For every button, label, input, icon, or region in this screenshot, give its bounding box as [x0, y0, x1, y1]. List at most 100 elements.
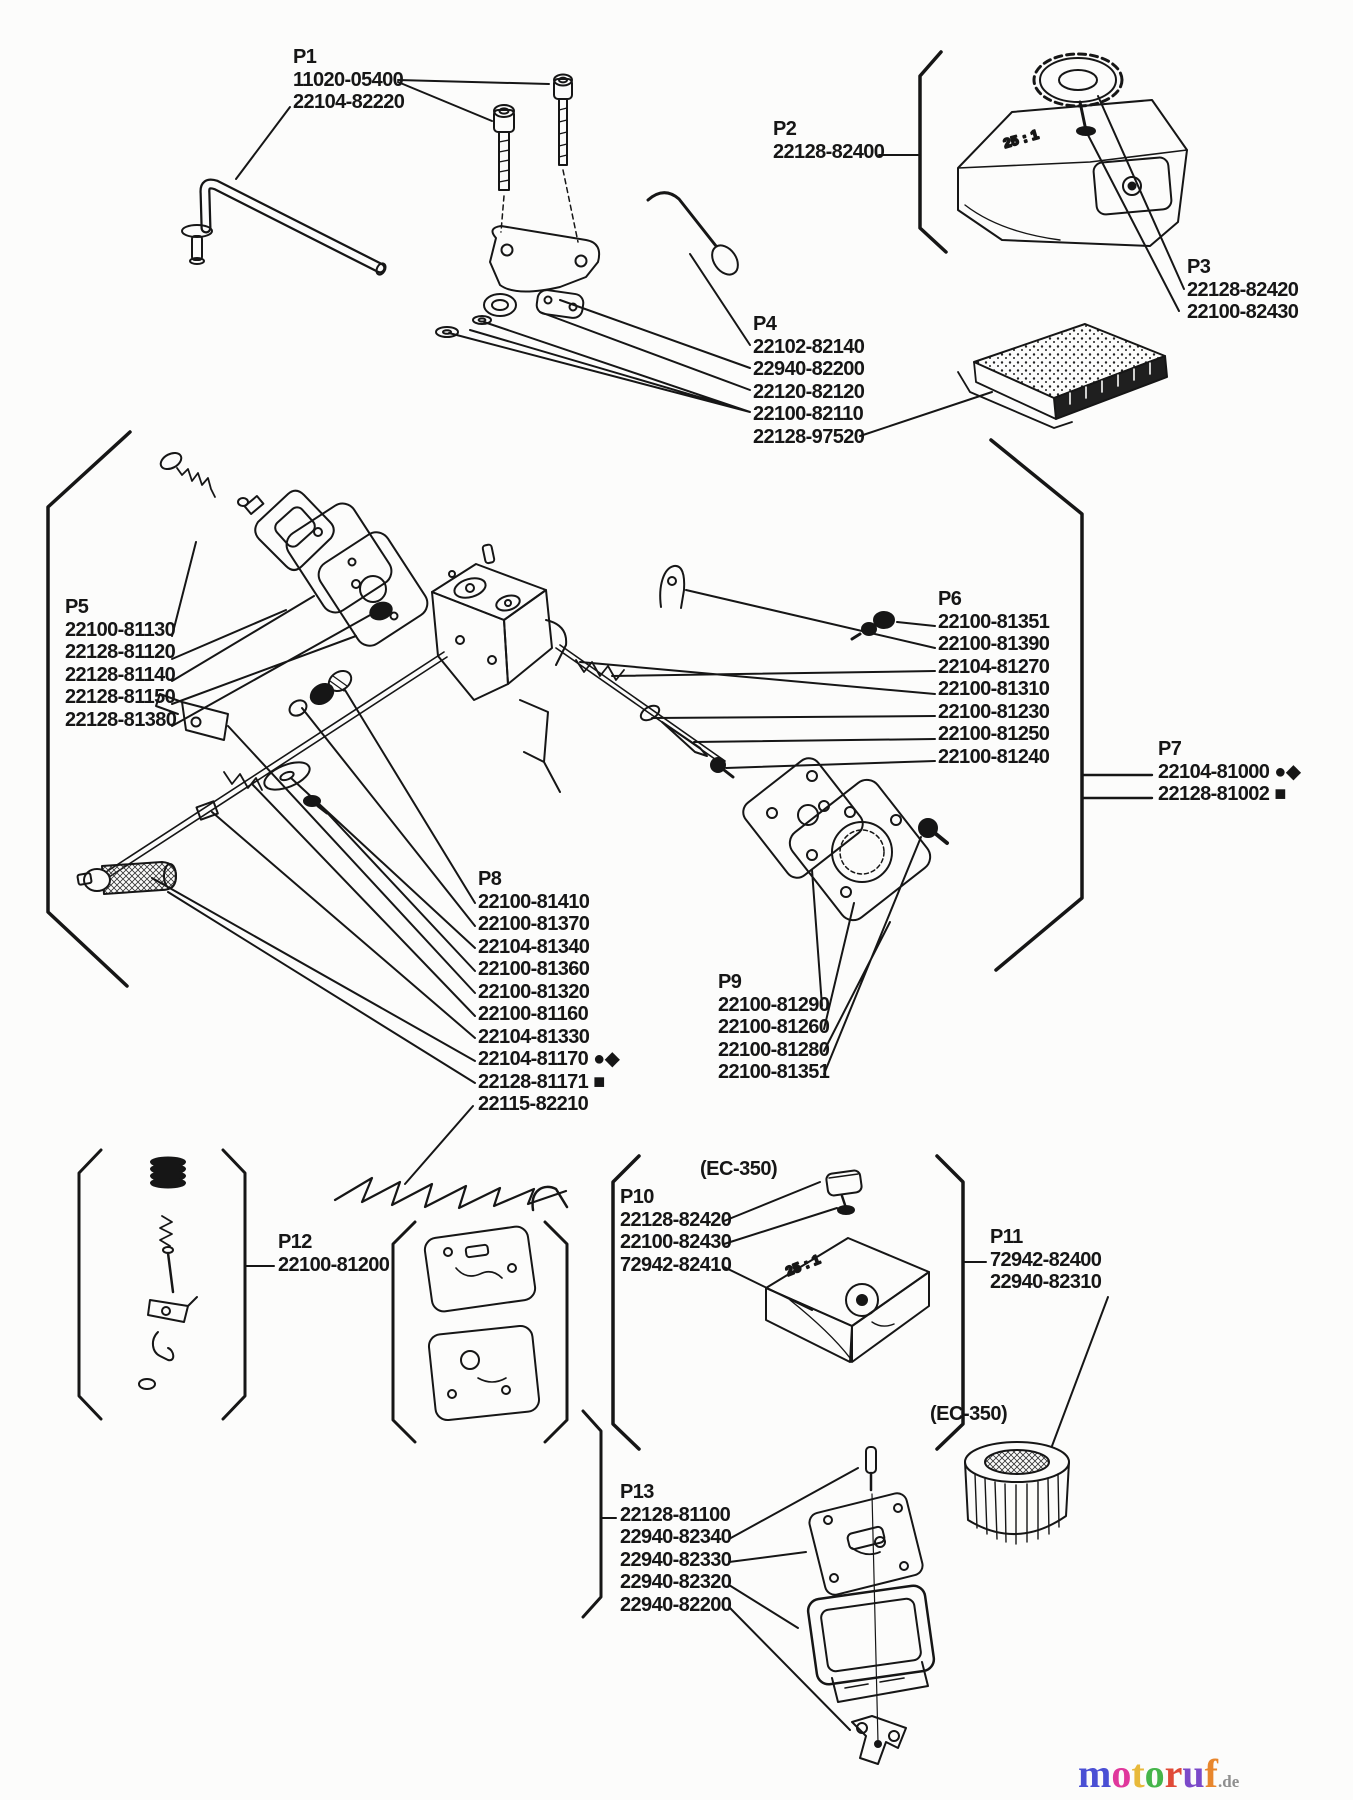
fuel-cap-icon [1032, 52, 1124, 136]
part-number: 22100-81200 [278, 1253, 390, 1276]
part-number: 22100-81260 [718, 1016, 830, 1038]
needle-assembly-icon [555, 644, 735, 779]
tank-mix-marking: 25 : 1 [784, 1251, 823, 1278]
cover-plate-icon [788, 778, 932, 922]
part-number: 22940-82340 [620, 1526, 732, 1548]
part-number: 22104-81270 [938, 655, 1050, 678]
pump-body-icon [237, 489, 335, 571]
part-number: 22128-81171 ■ [478, 1070, 605, 1093]
clip-icon [659, 564, 686, 609]
group-title: P13 [620, 1481, 654, 1503]
watermark-letter: f [1204, 1751, 1218, 1796]
washer-icon [435, 315, 492, 338]
group-title: P11 [990, 1226, 1023, 1248]
part-number: 22100-81280 [718, 1038, 830, 1061]
part-number: 22102-82140 [753, 335, 865, 358]
spring-icon [223, 771, 263, 791]
screw-icon [918, 818, 949, 845]
fuel-strainer-icon [76, 861, 177, 895]
mount-bracket-icon [851, 1715, 907, 1765]
screw-spring-icon [159, 451, 216, 498]
part-number: 22100-81360 [478, 958, 590, 980]
group-title: P6 [938, 588, 962, 610]
part-number: 22104-81000 ●◆ [1158, 760, 1301, 783]
nut-icon [195, 800, 219, 821]
leader-line [1081, 773, 1154, 800]
pump-bracket-icon [483, 225, 601, 319]
part-number: 22128-81380 [65, 708, 177, 731]
part-number: 22104-81340 [478, 935, 590, 958]
watermark-letter: u [1182, 1751, 1205, 1796]
group-title: P8 [478, 868, 502, 890]
part-number: 22100-81290 [718, 993, 830, 1016]
part-number: 22100-81320 [478, 980, 590, 1003]
part-number: 22100-81390 [938, 633, 1050, 655]
leader-line [1087, 95, 1185, 312]
part-number: 22115-82210 [478, 1093, 589, 1115]
group-title: P4 [753, 313, 777, 335]
part-number: 22128-97520 [753, 425, 865, 448]
washer-disc-icon [263, 761, 311, 791]
part-number: 22100-82110 [753, 403, 864, 425]
part-number: 22120-82120 [753, 380, 865, 403]
watermark-letter: o [1111, 1751, 1132, 1796]
part-number: 11020-05400 [293, 68, 404, 91]
repair-kit-parts-icon [138, 1156, 198, 1390]
watermark-letter: m [1078, 1751, 1112, 1796]
leader-line [579, 589, 936, 769]
watermark-domain-suffix: .de [1218, 1772, 1240, 1791]
leader-line [723, 1181, 838, 1311]
metering-plate-icon [808, 1492, 924, 1596]
part-number: 22128-81150 [65, 686, 176, 708]
gasket-set-icon [423, 1225, 541, 1422]
part-number: 22128-81002 ■ [1158, 783, 1286, 805]
part-number: 22940-82310 [990, 1271, 1102, 1293]
lever-icon [155, 693, 229, 741]
part-number: 22100-81410 [478, 890, 590, 913]
gasket-icon [285, 502, 393, 614]
group-title: P2 [773, 118, 797, 140]
leader-line [963, 1261, 1109, 1447]
part-number: 22100-81250 [938, 723, 1050, 745]
part-number: 22104-81170 ●◆ [478, 1048, 620, 1070]
air-filter-element-icon [964, 1441, 1070, 1545]
part-number: 22128-82420 [1187, 278, 1299, 301]
wire-link-icon [333, 1176, 568, 1210]
adjuster-knob-icon [288, 670, 353, 717]
part-number: 22100-81351 [718, 1061, 830, 1083]
part-number: 22128-81140 [65, 663, 176, 686]
group-title: P10 [620, 1186, 654, 1208]
part-number: 22940-82200 [620, 1593, 732, 1616]
part-number: 72942-82410 [620, 1253, 732, 1276]
leader-line [151, 689, 476, 1185]
part-number: 22100-81160 [478, 1003, 589, 1025]
watermark-wordmark: motoruf [1078, 1751, 1218, 1796]
bracket [611, 1154, 965, 1451]
leader-line [728, 1467, 859, 1731]
watermark-letter: t [1131, 1751, 1145, 1796]
leader-line [235, 79, 550, 180]
part-number: 22100-81370 [478, 913, 590, 935]
part-number: 22128-81120 [65, 641, 176, 663]
air-filter-panel-icon [957, 323, 1168, 429]
bolt-icon [493, 104, 515, 233]
fuel-tank-icon [957, 99, 1188, 247]
leader-line [448, 253, 993, 437]
part-number: 72942-82400 [990, 1248, 1102, 1271]
grommet-icon [369, 601, 393, 621]
group-title: P1 [293, 46, 317, 68]
wire-clip-icon [531, 1185, 569, 1212]
model-annotation: (EC-350) [700, 1158, 778, 1180]
bracket [918, 50, 948, 254]
